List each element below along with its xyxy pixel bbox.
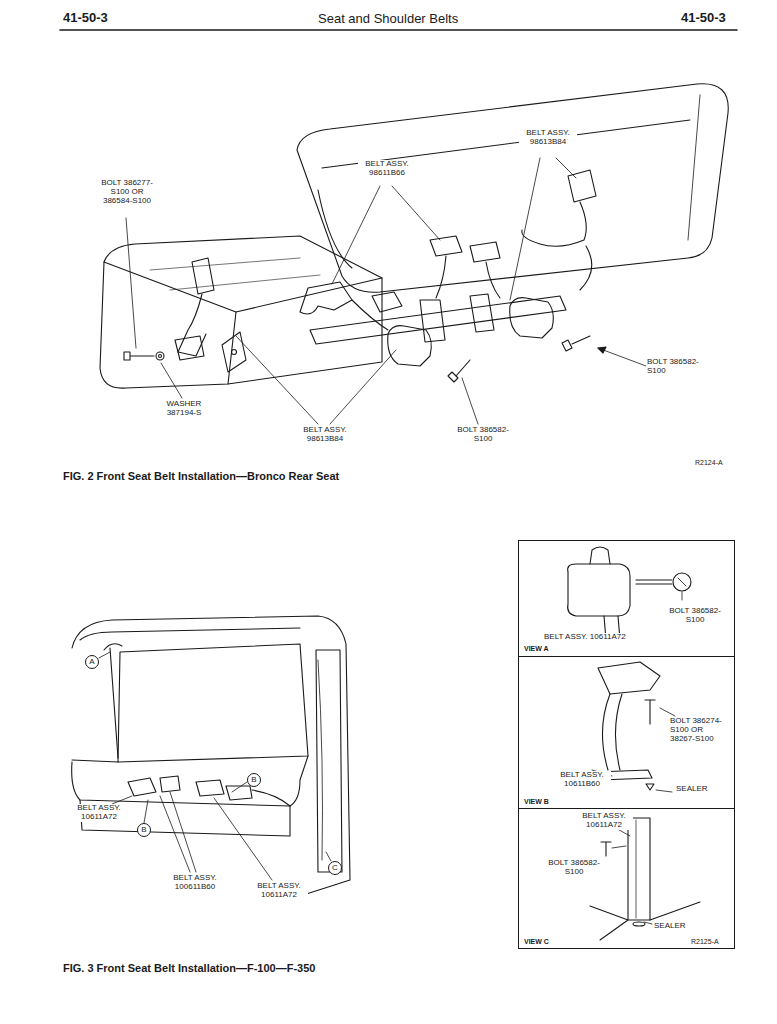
callout-letter-text: C — [329, 862, 341, 874]
part-label: BELT ASSY. 10611A72 — [543, 633, 627, 642]
view-box: VIEW C BELT ASSY. 10611A72BOLT 386582-S10… — [518, 808, 735, 949]
part-label: BOLT 386274-S100 OR 38267-S100 — [669, 717, 727, 743]
part-label: BOLT 386277-S100 OR 386584-S100 — [98, 179, 156, 205]
figure-code: R2125-A — [690, 938, 720, 946]
figure-code: R2124-A — [694, 459, 724, 467]
part-label: SEALER — [675, 785, 709, 794]
part-label: BOLT 386582-S100 — [455, 426, 511, 444]
part-label: WASHER 387194-S — [158, 400, 210, 418]
part-label: BOLT 386582-S100 — [646, 358, 702, 376]
callout-letter: B — [137, 823, 151, 837]
part-label: BELT ASSY. 10611A72 — [575, 812, 633, 830]
part-label: BELT ASSY. 98613B84 — [519, 129, 577, 147]
callout-letter: B — [247, 773, 261, 787]
part-label: SEALER — [653, 922, 687, 931]
page-title: Seat and Shoulder Belts — [317, 12, 459, 26]
figure-caption: FIG. 3 Front Seat Belt Installation—F-10… — [62, 962, 316, 974]
part-label: BELT ASSY. 10611A72 — [250, 882, 308, 900]
part-label: BELT ASSY. 10611A72 — [70, 804, 128, 822]
part-label: BELT ASSY. 98613B84 — [296, 426, 354, 444]
callout-letter-text: B — [138, 824, 150, 836]
view-title: VIEW B — [523, 798, 550, 806]
view-box: VIEW A BOLT 386582-S100BELT ASSY. 10611A7… — [518, 540, 735, 657]
view-box: VIEW B BOLT 386274-S100 OR 38267-S100BELT… — [518, 656, 735, 809]
part-label: BELT ASSY. 100611B60 — [164, 874, 226, 892]
part-label: BELT ASSY. 98611B66 — [358, 160, 416, 178]
callout-letter-text: A — [86, 656, 98, 668]
callout-letter: A — [85, 655, 99, 669]
part-label: BOLT 386582-S100 — [667, 607, 723, 625]
page-number: 41-50-3 — [680, 11, 727, 25]
part-label: BELT ASSY. 10611B60 — [553, 771, 611, 789]
view-title: VIEW C — [523, 938, 550, 946]
figure-caption: FIG. 2 Front Seat Belt Installation—Bron… — [62, 470, 340, 482]
callout-letter: C — [328, 861, 342, 875]
view-title: VIEW A — [523, 645, 550, 653]
page-number: 41-50-3 — [62, 11, 109, 25]
callout-letter-text: B — [248, 774, 260, 786]
part-label: BOLT 386582-S100 — [545, 859, 603, 877]
